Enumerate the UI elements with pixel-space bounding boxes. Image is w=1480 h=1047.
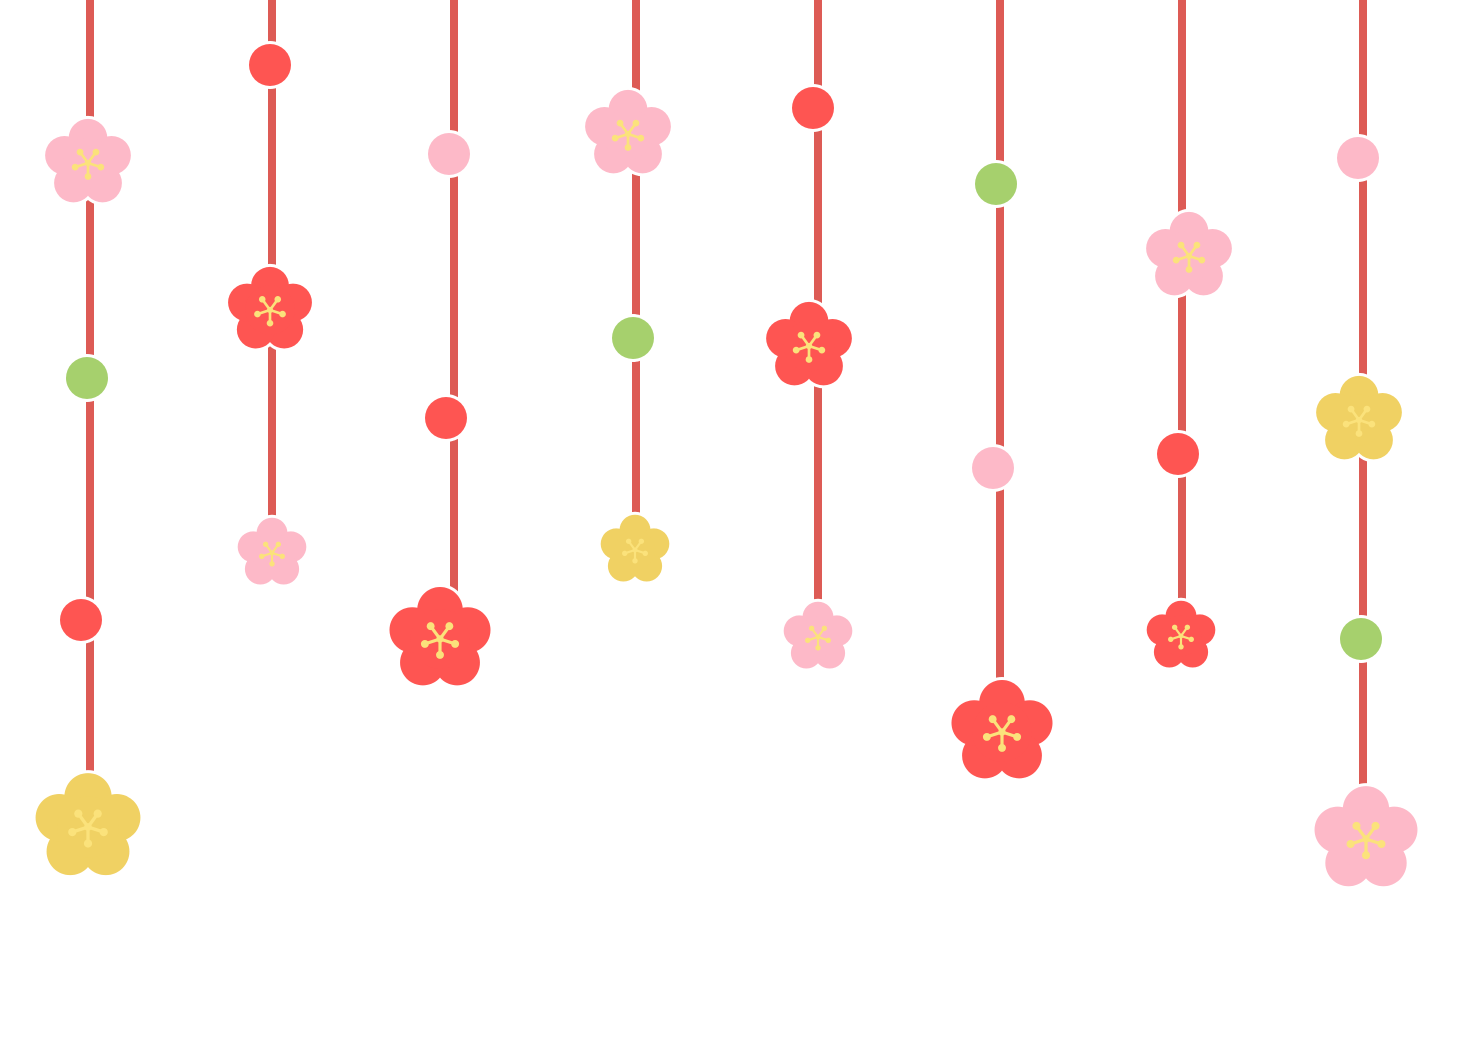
- strand-4: [582, 0, 674, 585]
- plum-blossom-yellow: [597, 511, 673, 585]
- bead-pink: [969, 444, 1017, 492]
- plum-blossom-pink: [780, 598, 856, 672]
- garland-strands: [32, 0, 1421, 890]
- bead-red: [57, 596, 105, 644]
- bead-pink: [425, 130, 473, 178]
- strand-7: [1143, 0, 1235, 671]
- bead-green: [63, 354, 111, 402]
- plum-blossom-pink: [234, 514, 310, 588]
- strand-3: [386, 0, 494, 689]
- plum-blossom-red: [948, 677, 1056, 782]
- plum-blossom-pink: [1311, 783, 1421, 890]
- plum-blossom-red: [225, 263, 315, 352]
- garland-string: [996, 0, 1004, 690]
- garland-string: [632, 0, 640, 530]
- strand-1: [32, 0, 144, 879]
- bead-red: [422, 394, 470, 442]
- garland-string: [1178, 0, 1186, 615]
- strand-8: [1311, 0, 1421, 890]
- plum-blossom-pink: [1143, 208, 1235, 299]
- bead-green: [1337, 615, 1385, 663]
- plum-blossom-pink: [582, 86, 674, 177]
- plum-blossom-red: [763, 298, 855, 389]
- bead-red: [1154, 430, 1202, 478]
- bead-pink: [1334, 134, 1382, 182]
- plum-blossom-yellow: [1313, 372, 1405, 463]
- strand-6: [948, 0, 1056, 782]
- plum-blossom-red: [386, 584, 494, 689]
- garland-string: [450, 0, 458, 605]
- strand-2: [225, 0, 315, 588]
- plum-blossom-yellow: [32, 770, 144, 879]
- bead-red: [246, 41, 294, 89]
- bead-green: [609, 314, 657, 362]
- strand-5: [763, 0, 856, 672]
- plum-blossom-pink: [42, 115, 134, 206]
- plum-blossom-red: [1143, 597, 1219, 671]
- bead-green: [972, 160, 1020, 208]
- bead-red: [789, 84, 837, 132]
